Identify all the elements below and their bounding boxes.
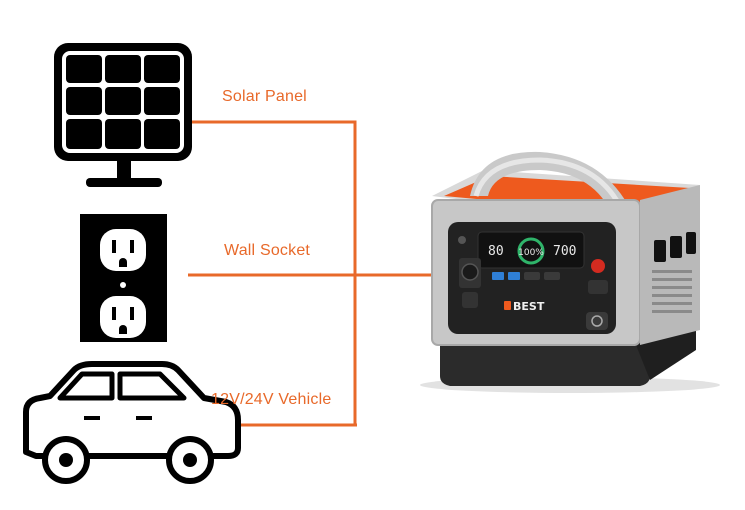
brand-logo: BEST: [513, 300, 545, 313]
display-right-value: 700: [553, 244, 576, 259]
solar-connector: [190, 120, 357, 425]
side-vent: [652, 270, 692, 313]
solar-panel-icon: [54, 43, 192, 187]
display-center-value: 100%: [518, 248, 544, 258]
solar-panel-label: Solar Panel: [222, 88, 307, 105]
car-icon: [23, 361, 241, 484]
power-station-image: 80 100% 700 BEST: [420, 151, 720, 393]
side-outlets: [654, 232, 696, 262]
vehicle-label: 12V/24V Vehicle: [211, 391, 332, 408]
wall-socket-icon: [80, 214, 167, 342]
display-left-value: 80: [488, 244, 504, 259]
wall-socket-label: Wall Socket: [224, 242, 311, 259]
connector-lines: [188, 120, 440, 427]
